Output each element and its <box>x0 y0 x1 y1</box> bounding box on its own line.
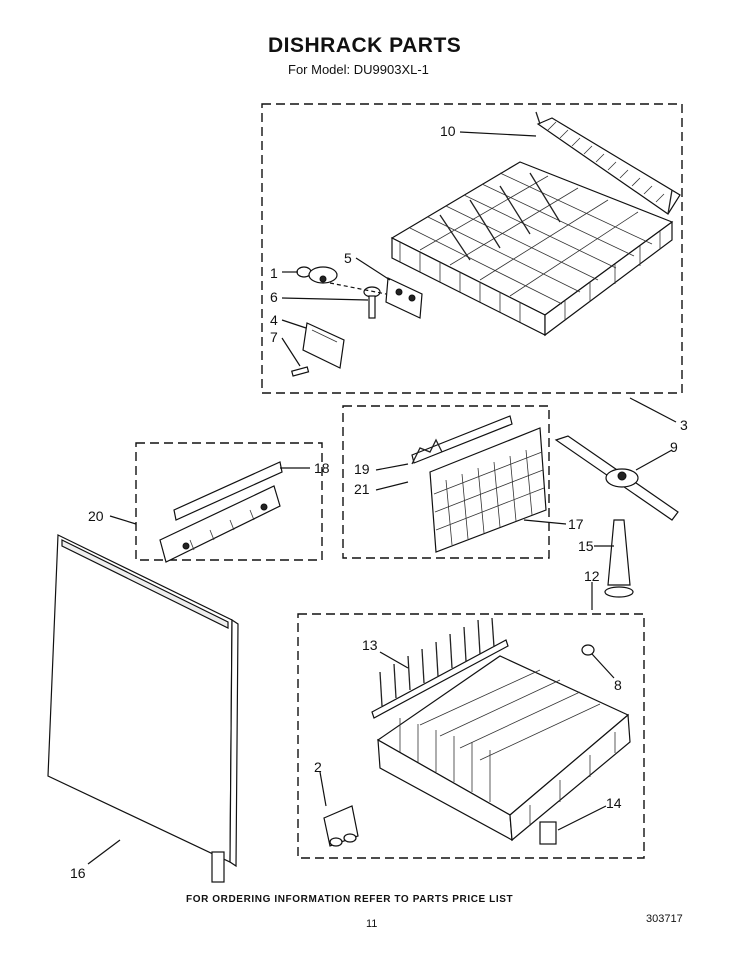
lower-rack-group-box <box>297 613 645 859</box>
page-title: DISHRACK PARTS <box>268 34 462 57</box>
ordering-note: FOR ORDERING INFORMATION REFER TO PARTS … <box>186 894 514 905</box>
upper-dishrack <box>390 161 674 337</box>
callout-10: 10 <box>440 123 456 139</box>
rack-rail <box>159 461 283 563</box>
tine-row <box>371 617 509 719</box>
page-number: 11 <box>366 918 378 930</box>
callout-1: 1 <box>270 265 278 281</box>
leader-lines <box>87 131 677 865</box>
lower-dishrack <box>376 655 631 842</box>
callout-16: 16 <box>70 865 86 881</box>
callout-6: 6 <box>270 289 278 305</box>
silverware-basket <box>411 415 547 553</box>
callout-13: 13 <box>362 637 378 653</box>
callout-14: 14 <box>606 795 622 811</box>
callout-5: 5 <box>344 250 352 266</box>
callout-21: 21 <box>354 481 370 497</box>
basket-group-box <box>342 405 550 559</box>
callout-7: 7 <box>270 329 278 345</box>
model-line: For Model: DU9903XL-1 <box>288 62 429 77</box>
callout-2: 2 <box>314 759 322 775</box>
cup-shelf <box>535 111 681 215</box>
spray-arm <box>554 435 679 598</box>
callout-18: 18 <box>314 460 330 476</box>
callout-9: 9 <box>670 439 678 455</box>
callout-17: 17 <box>568 516 584 532</box>
small-parts-lower <box>323 644 595 847</box>
door-panel <box>47 534 239 883</box>
callout-20: 20 <box>88 508 104 524</box>
rail-group-box <box>135 442 323 561</box>
callout-3: 3 <box>680 417 688 433</box>
callout-15: 15 <box>578 538 594 554</box>
callout-4: 4 <box>270 312 278 328</box>
document-number: 303717 <box>646 913 683 925</box>
callout-8: 8 <box>614 677 622 693</box>
upper-rack-group-box <box>261 103 683 394</box>
callout-19: 19 <box>354 461 370 477</box>
rack-roller-parts <box>291 266 423 377</box>
callout-12: 12 <box>584 568 600 584</box>
